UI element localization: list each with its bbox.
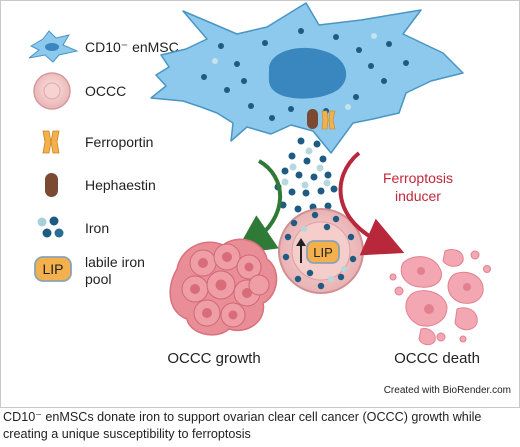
death-label: OCCC death [394,350,480,367]
diagram-canvas: CD10⁻ enMSC OCCC Ferroportin Hephaestin … [28,2,511,396]
ferroptosis-arrow [338,151,405,256]
legend-lip-label-line2: pool [85,271,111,287]
legend-enmsc-icon [28,30,79,63]
enmsc-cell [150,2,464,154]
legend-iron-label: Iron [85,220,109,236]
death-debris [417,267,471,314]
growth-arrow [234,159,283,255]
legend-ferroportin-label: Ferroportin [85,134,153,150]
occc-growth-cluster [169,238,278,336]
ferroptosis-label-line2: inducer [395,188,441,204]
growth-label: OCCC growth [167,350,260,367]
ferroptosis-label-line1: Ferroptosis [383,170,453,186]
caption-line2: creating a unique susceptibility to ferr… [3,427,251,441]
hephaestin-icon [45,173,58,197]
legend-hephaestin-label: Hephaestin [85,177,156,193]
enmsc-nucleus [268,47,347,99]
biorender-credit: Created with BioRender.com [384,385,511,396]
enmsc-iron-light-dots [212,33,377,110]
legend-occc-label: OCCC [85,83,126,99]
legend-lip-badge: LIP [42,261,63,277]
legend: CD10⁻ enMSC OCCC Ferroportin Hephaestin … [28,30,179,287]
iron-stream [274,137,338,213]
occc-death-fragments [389,248,491,346]
figure-panel: CD10⁻ enMSC OCCC Ferroportin Hephaestin … [0,0,520,408]
center-occc-cell: LIP [278,208,364,294]
legend-occc-icon [33,72,71,110]
center-lip-badge [306,240,340,264]
figure-caption: CD10⁻ enMSCs donate iron to support ovar… [3,409,517,443]
caption-line1: CD10⁻ enMSCs donate iron to support ovar… [3,410,482,424]
cell-ferroportin [321,110,336,130]
cell-hephaestin [307,109,318,129]
legend-enmsc-label: CD10⁻ enMSC [85,39,179,55]
ferroportin-icon [42,130,60,154]
lip-badge-icon [34,256,72,282]
center-lip-label: LIP [313,245,333,260]
iron-icon [37,216,64,238]
legend-lip-label-line1: labile iron [85,254,145,270]
